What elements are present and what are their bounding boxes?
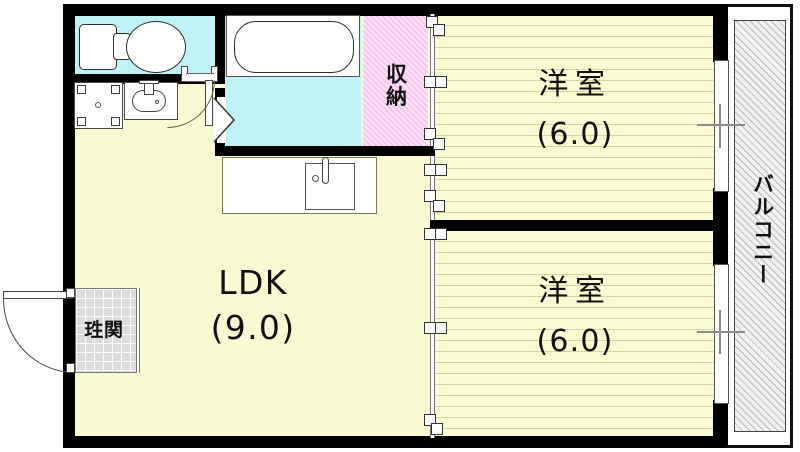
balcony-window-top[interactable] — [714, 60, 729, 192]
toilet-bowl-icon — [126, 21, 186, 73]
wall-right-seg-top — [713, 14, 727, 62]
wall-right-seg-bottom — [713, 400, 727, 438]
balcony-frame — [727, 4, 793, 448]
area-genkan — [75, 288, 139, 373]
entrance-door-swing-arc — [3, 299, 75, 373]
kitchen-sink-icon — [305, 163, 355, 210]
washbasin-mirror-icon — [139, 80, 159, 84]
sliding-door-marker-4[interactable] — [424, 164, 450, 178]
wall-bottom — [63, 436, 728, 448]
washer-pan-icon — [74, 82, 123, 129]
wall-left-seg-bottom — [63, 368, 75, 448]
wall-toilet-bottom — [73, 74, 225, 84]
wall-stub-ldk-divider — [406, 146, 435, 156]
sliding-door-marker-2[interactable] — [424, 76, 450, 90]
kitchen-drain-icon — [312, 175, 319, 182]
kitchen-faucet-icon — [322, 157, 329, 184]
toilet-tank-icon — [79, 24, 117, 70]
label-washitsu-bottom-name: 洋室 — [538, 274, 612, 309]
washer-drain-icon — [95, 102, 101, 108]
label-genkan: 珄関 — [84, 319, 124, 341]
label-balcony: バルコニー — [750, 173, 775, 287]
label-washitsu-top-area: (6.0) — [536, 117, 614, 152]
label-closet: 収納 — [383, 63, 408, 109]
label-washitsu-top-name: 洋室 — [538, 67, 612, 102]
entrance-door-threshold-bottom — [66, 363, 75, 373]
room-washitsu-bottom — [434, 230, 716, 438]
room-closet — [363, 14, 428, 148]
genkan-step-line — [136, 288, 140, 373]
sliding-door-marker-5[interactable] — [424, 190, 450, 214]
entrance-door-leaf[interactable] — [3, 291, 73, 299]
sliding-door-marker-3[interactable] — [424, 128, 450, 152]
room-washitsu-top — [434, 14, 716, 222]
label-ldk-name: LDK — [218, 263, 288, 302]
sliding-door-marker-7[interactable] — [424, 322, 450, 336]
wall-between-bedrooms — [430, 220, 716, 231]
sliding-door-marker-8[interactable] — [424, 414, 450, 436]
label-ldk-area: (9.0) — [210, 308, 296, 347]
entrance-door-threshold-top — [66, 288, 75, 298]
bath-folding-door-icon[interactable] — [212, 96, 238, 146]
wall-right-seg-mid — [713, 188, 727, 266]
sliding-door-marker-1[interactable] — [426, 16, 450, 38]
balcony-surface — [734, 20, 786, 432]
balcony-window-top-open-indicator — [697, 124, 745, 126]
balcony-window-top-pane — [719, 104, 721, 148]
balcony-window-bottom-open-indicator — [697, 331, 745, 333]
sliding-door-marker-6[interactable] — [424, 228, 450, 242]
wall-toilet-right — [215, 14, 225, 76]
bathtub-icon — [234, 21, 354, 73]
washbasin-drain-icon — [155, 100, 159, 104]
wall-bath-bottom — [215, 146, 435, 156]
label-washitsu-bottom-area: (6.0) — [536, 324, 614, 359]
balcony-window-bottom[interactable] — [714, 264, 729, 404]
wall-left-seg-top — [63, 4, 75, 292]
wall-top — [63, 4, 728, 16]
